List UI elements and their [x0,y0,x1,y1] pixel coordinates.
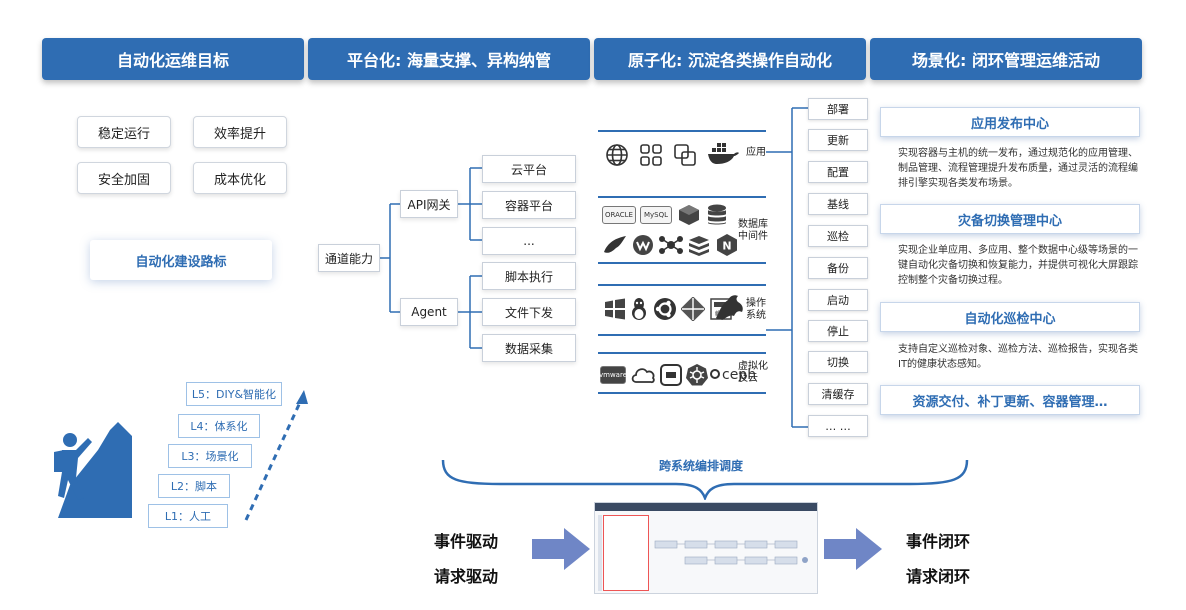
op-config: 配置 [808,161,868,183]
database-icon [704,202,730,228]
nginx-logo-letter: N [722,240,731,253]
center-disaster-desc: 实现企业单应用、多应用、整个数据中心级等场景的一键自动化灾备切换和恢复能力，并提… [898,245,1138,286]
centos-icon [680,296,706,322]
climber-head-icon [63,433,77,447]
category-virt: 虚拟化 及云 [738,361,768,385]
category-virt-line2: 及云 [738,373,758,384]
api-gateway-node: API网关 [400,190,458,218]
center-inspection-title: 自动化巡检中心 [880,302,1140,332]
category-virt-line1: 虚拟化 [738,361,768,372]
level-2: L2：脚本 [158,474,230,498]
orchestration-screenshot [594,502,818,594]
roadmap-title: 自动化建设路标 [90,240,272,280]
center-resource-title: 资源交付、补丁更新、容器管理… [880,385,1140,415]
cloud-platform-node: 云平台 [482,155,576,183]
container-platform-node: 容器平台 [482,191,576,219]
freebsd-dragon-icon [712,292,746,322]
more-platform-node: ... [482,227,576,255]
level-1: L1：人工 [148,504,228,528]
mariadb-seal-icon [602,232,628,258]
orchestration-brace [441,459,969,500]
driver-event: 事件驱动 [434,532,499,551]
agent-node: Agent [400,298,458,326]
copy-icon [672,142,698,168]
linux-tux-icon [626,296,652,322]
goal-stable: 稳定运行 [77,116,171,148]
growth-arrow [244,397,304,521]
ceph-logo: ceph [710,367,756,383]
category-app: 应用 [746,147,766,158]
category-db-line1: 数据库 [738,219,768,230]
center-app-release-desc: 实现容器与主机的统一发布，通过规范化的应用管理、制品管理、流程管理提升发布质量，… [898,148,1138,189]
nginx-icon: N [714,232,740,258]
driver-request: 请求驱动 [434,567,499,586]
category-db-line2: 中间件 [738,231,768,242]
docker-icon [706,140,740,166]
apps-grid-icon [638,142,664,168]
op-update: 更新 [808,129,868,151]
center-disaster-title: 灾备切换管理中心 [880,204,1140,234]
platform-tree-lines [378,167,482,349]
operations-bracket-lines [766,107,808,428]
op-backup: 备份 [808,257,868,279]
goal-security: 安全加固 [77,162,171,194]
op-more: … … [808,415,868,437]
category-os-line1: 操作 [746,298,766,309]
openstack-icon [658,362,684,388]
category-os-line2: 系统 [746,310,766,321]
ceph-mark-icon [710,369,720,379]
windows-icon [602,296,628,322]
file-dispatch-node: 文件下发 [482,298,576,326]
script-exec-node: 脚本执行 [482,262,576,290]
weblogic-icon [630,232,656,258]
arrow-right-icon [824,528,882,570]
banner-atomic: 原子化: 沉淀各类操作自动化 [594,38,866,80]
globe-icon [604,142,630,168]
op-switch: 切换 [808,351,868,373]
ceph-logo-text: ceph [722,367,757,383]
kafka-nodes-icon [658,232,684,258]
category-db: 数据库 中间件 [738,219,768,243]
op-stop: 停止 [808,320,868,342]
op-inspect: 巡检 [808,225,868,247]
cloud-icon [630,362,656,388]
level-4: L4：体系化 [178,414,260,438]
oracle-logo: ORACLE [602,206,636,224]
op-deploy: 部署 [808,98,868,120]
banner-platform: 平台化: 海量支撑、异构纳管 [308,38,590,80]
orchestration-title: 跨系统编排调度 [658,459,743,473]
goal-efficiency: 效率提升 [193,116,287,148]
kubernetes-icon [684,362,710,388]
redis-cube-icon [676,202,702,228]
arrow-right-icon [532,528,590,570]
data-collect-node: 数据采集 [482,334,576,362]
op-start: 启动 [808,289,868,311]
closure-request: 请求闭环 [906,567,971,586]
mysql-logo: MySQL [640,206,672,224]
center-app-release-title: 应用发布中心 [880,107,1140,137]
channel-capability-node: 通道能力 [318,244,380,272]
op-baseline: 基线 [808,193,868,215]
category-os: 操作 系统 [746,298,766,322]
ubuntu-icon [652,296,678,322]
climber-illustration [54,390,308,521]
level-3: L3：场景化 [168,444,252,468]
vmware-logo: vmware [599,366,627,384]
center-inspection-desc: 支持自定义巡检对象、巡检方法、巡检报告，实现各类IT的健康状态感知。 [898,344,1138,370]
goal-cost: 成本优化 [193,162,287,194]
banner-goals: 自动化运维目标 [42,38,304,80]
banner-scenario: 场景化: 闭环管理运维活动 [870,38,1142,80]
level-5: L5：DIY&智能化 [186,382,282,406]
redis-stack-icon [686,232,712,258]
op-clear-cache: 清缓存 [808,383,868,405]
closure-event: 事件闭环 [906,532,971,551]
